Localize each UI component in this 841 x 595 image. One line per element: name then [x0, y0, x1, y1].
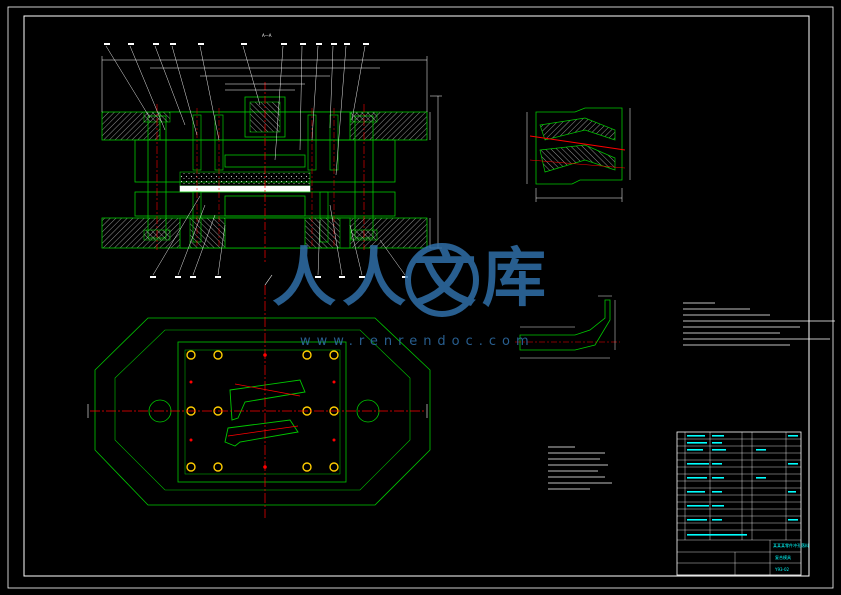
section-label: A—A [262, 33, 272, 38]
title-block-title: 某某某零件冲孔落料 [773, 542, 809, 548]
watermark: 人人文库 www.renrendoc.com [272, 242, 552, 349]
plan-view [87, 274, 431, 518]
watermark-logo-ring [405, 243, 479, 317]
inner-border [23, 15, 810, 577]
title-block: 某某某零件冲孔落料 复合模具 Y93-02 [676, 431, 809, 576]
outer-border [7, 6, 834, 589]
title-block-subtitle: 复合模具 [775, 554, 791, 560]
watermark-url: www.renrendoc.com [300, 334, 535, 349]
title-block-drawing-no: Y93-02 [774, 567, 790, 572]
technical-notes-right [683, 302, 835, 346]
bent-part-profile [515, 295, 620, 359]
section-view: A—A [101, 33, 442, 278]
watermark-text: 人人文库 [272, 242, 552, 316]
part-detail-view [526, 107, 631, 202]
technical-notes-center [548, 446, 612, 490]
